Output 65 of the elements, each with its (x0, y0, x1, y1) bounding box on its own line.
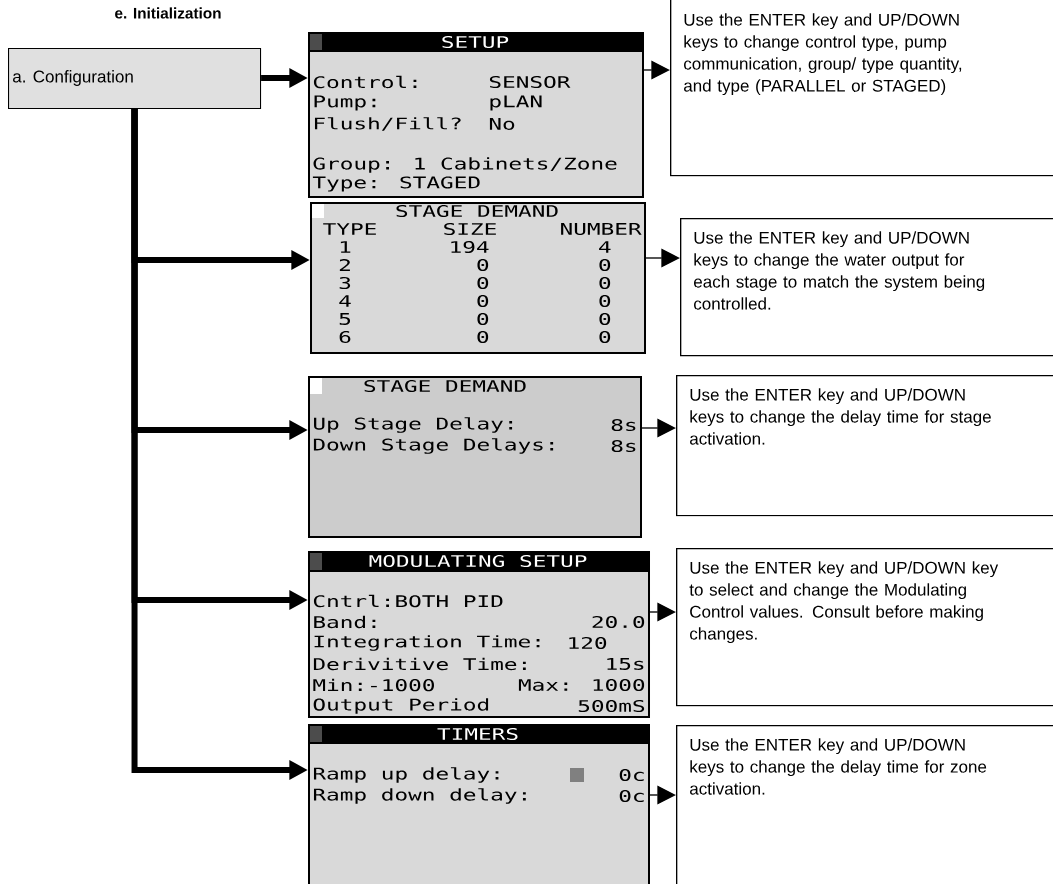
screen-text: Max: 1000 (518, 678, 645, 692)
screen-text: Integration Time: (314, 635, 540, 651)
process-box: a. Configuration (8, 48, 262, 110)
screen-text: 6 (339, 330, 351, 344)
screen-text: Flush/Fill? (315, 117, 461, 131)
screen-text: 0 (477, 330, 489, 344)
screen-text: 3 (339, 276, 351, 290)
screen-text: 0 (599, 312, 611, 326)
screen-text: Ramp down delay: (313, 788, 526, 804)
arrow (649, 785, 676, 805)
screen-text: Derivitive Time: (313, 657, 526, 671)
screen-text: Band: (314, 615, 376, 629)
note-box: Use the ENTER key and UP/DOWN keys to change the delay time for zone activation. (676, 725, 1053, 884)
arrow (645, 248, 680, 268)
screen-text: Output Period (313, 698, 489, 714)
screen-text: Group: 1 Cabinets/Zone (313, 157, 617, 173)
arrow (643, 60, 670, 80)
screen-text: 0 (477, 258, 489, 272)
screen-text: NUMBER (561, 223, 642, 235)
note-box: Use the ENTER key and UP/DOWN keys to change control type, pump communication, group/ type quantity, and type (PARALLEL or STAGED) (670, 0, 1053, 177)
screen-text: 0 (599, 294, 611, 308)
screen-text: 0 (599, 330, 611, 344)
note-box: Use the ENTER key and UP/DOWN keys to change the water output for each stage to match the system being controlled. (680, 218, 1053, 357)
screen-text: No (489, 118, 515, 130)
screen-text: STAGE DEMAND (396, 204, 558, 218)
screen-text: 194 (451, 240, 489, 254)
arrow (649, 602, 676, 622)
screen-text: SIZE (444, 222, 496, 236)
screen-text: 0 (599, 258, 611, 272)
screen-text: 0 (477, 312, 489, 326)
screen-text: Type: STAGED (312, 176, 480, 192)
screen-text: Min:-1000 (313, 678, 434, 692)
screen-text: 5 (339, 313, 350, 325)
screen-text: Pump: (314, 95, 376, 111)
screen-text: 15s (607, 658, 644, 670)
screen-text: 500mS (578, 699, 645, 713)
screen-text: 20.0 (592, 615, 645, 629)
screen-text: SENSOR (489, 75, 571, 89)
screen-text: 0 (477, 294, 489, 308)
screen-text: Up Stage Delay: (314, 417, 513, 433)
screen-text: Cntrl:BOTH PID (313, 594, 503, 608)
screen-text: 2 (339, 259, 350, 271)
screen-text: 0c (619, 789, 644, 803)
arrow (641, 418, 676, 438)
screen-text: Control: (313, 75, 417, 89)
screen-text: 0 (599, 276, 611, 290)
screen-text: 0 (477, 276, 489, 290)
heading: e. Initialization (115, 7, 221, 19)
screen-text: STAGE DEMAND (364, 379, 526, 393)
screen-text: Ramp up delay: (313, 767, 499, 783)
screen-text: Down Stage Delays: (313, 438, 554, 454)
note-box: Use the ENTER key and UP/DOWN key to select and change the Modulating Control values. Consult before making changes. (676, 548, 1053, 707)
note-box: Use the ENTER key and UP/DOWN keys to change the delay time for stage activation. (676, 375, 1053, 517)
screen-text: 0c (619, 768, 644, 782)
screen-text: TIMERS (437, 727, 518, 741)
screen-text: 4 (599, 241, 611, 253)
screen-text: 120 (569, 636, 607, 650)
screen-text: 8s (611, 418, 636, 432)
screen-text: SETUP (442, 35, 509, 49)
screen-text: TYPE (323, 223, 376, 235)
screen-text: 4 (339, 295, 351, 307)
screen-text: pLAN (490, 95, 542, 111)
screen-text: MODULATING SETUP (369, 554, 587, 568)
screen-text: 8s (611, 439, 636, 453)
screen-text: 1 (340, 241, 351, 253)
